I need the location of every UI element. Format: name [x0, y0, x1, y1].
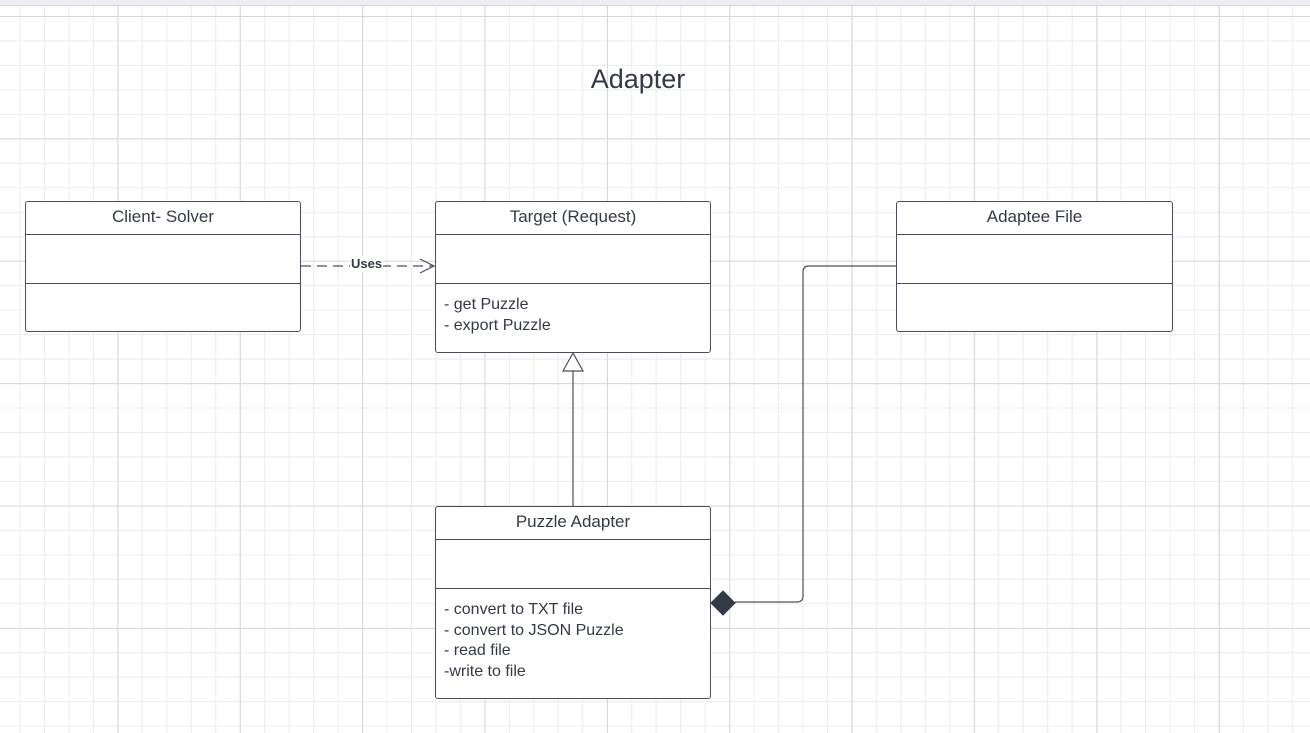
puzzle-adapter-class[interactable]: Puzzle Adapter - convert to TXT file - c…: [435, 506, 711, 699]
target-operations: - get Puzzle - export Puzzle: [436, 284, 710, 336]
target-attributes: [436, 235, 710, 284]
puzzle-adapter-class-name: Puzzle Adapter: [436, 507, 710, 540]
generalization-triangle: [561, 351, 585, 372]
canvas-top-edge: [0, 0, 1310, 6]
target-operation: - export Puzzle: [444, 316, 551, 334]
client-solver-operations: [26, 284, 300, 295]
diagram-title[interactable]: Adapter: [590, 64, 686, 94]
puzzle-adapter-attributes: [436, 540, 710, 589]
target-class[interactable]: Target (Request) - get Puzzle - export P…: [435, 201, 711, 353]
composition-line[interactable]: [735, 265, 897, 603]
puzzle-adapter-operation: - convert to TXT file: [444, 601, 584, 618]
uses-label[interactable]: Uses: [350, 256, 384, 272]
client-solver-class[interactable]: Client- Solver: [25, 201, 301, 332]
target-class-name: Target (Request): [436, 202, 710, 235]
puzzle-adapter-operation: - convert to JSON Puzzle: [444, 621, 624, 639]
target-operation: - get Puzzle: [444, 296, 529, 313]
client-solver-class-name: Client- Solver: [26, 202, 300, 235]
client-solver-attributes: [26, 235, 300, 284]
adaptee-file-attributes: [897, 235, 1172, 284]
composition-diamond: [710, 590, 736, 616]
puzzle-adapter-operation: - read file: [444, 642, 511, 659]
puzzle-adapter-operations: - convert to TXT file - convert to JSON …: [436, 589, 710, 682]
adaptee-file-class-name: Adaptee File: [897, 202, 1172, 235]
adaptee-file-operations: [897, 284, 1172, 295]
puzzle-adapter-operation: -write to file: [444, 662, 526, 680]
adaptee-file-class[interactable]: Adaptee File: [896, 201, 1173, 332]
uses-open-arrowhead: [419, 258, 436, 274]
